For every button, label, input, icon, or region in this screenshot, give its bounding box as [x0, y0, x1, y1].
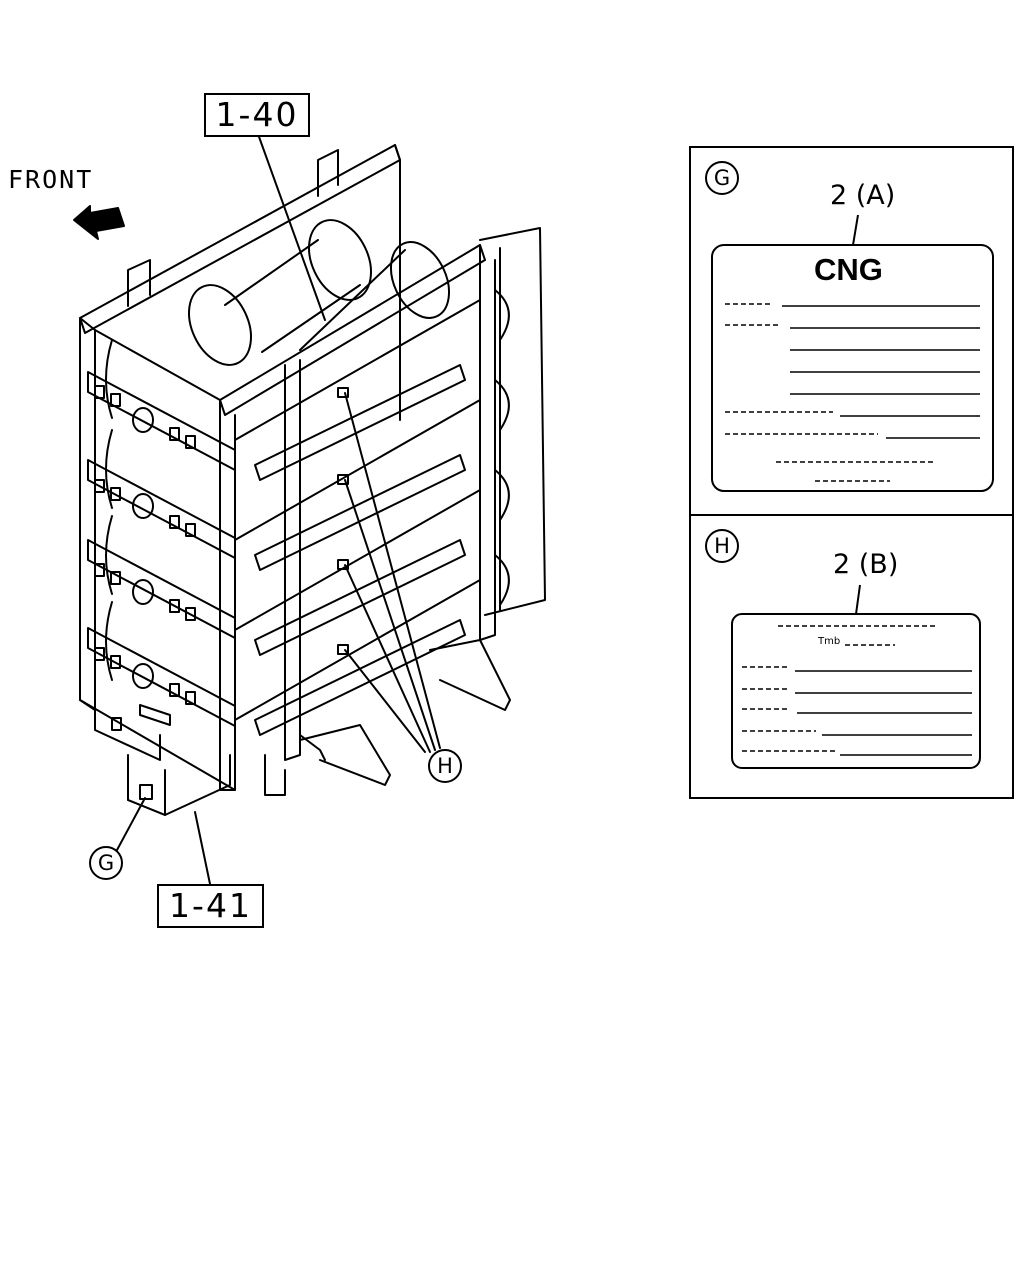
front-label: FRONT [8, 165, 94, 194]
label-2b-plate [731, 613, 981, 769]
part-callout-1-41: 1-41 [157, 884, 264, 928]
label-2a-plate [711, 244, 994, 492]
detail-h-circle: H [705, 529, 739, 563]
view-h-callout: H [428, 749, 462, 783]
label-2b-small-text: Tmb [818, 636, 841, 647]
detail-h-part-label: 2 (B) [833, 549, 899, 580]
detail-g-part-label: 2 (A) [830, 180, 896, 211]
detail-g-circle: G [705, 161, 739, 195]
label-2a-title: CNG [814, 252, 883, 287]
detail-panel-frame [689, 146, 1014, 799]
front-arrow-icon [73, 205, 125, 240]
view-g-callout: G [89, 846, 123, 880]
part-callout-1-40: 1-40 [204, 93, 310, 137]
